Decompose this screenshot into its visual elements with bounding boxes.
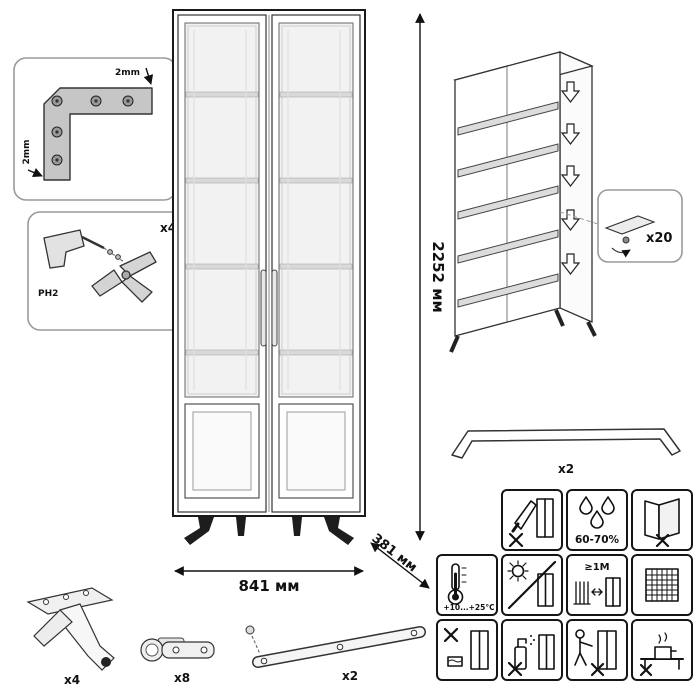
leg-count-label: x4: [64, 673, 80, 687]
screw: [107, 249, 113, 255]
3d-legs: [449, 309, 597, 353]
width-dimension-label: 841 мм: [238, 577, 299, 595]
strap-count-label: x2: [342, 669, 358, 683]
left-glass-panel: [184, 22, 260, 398]
handle-shape: [451, 428, 681, 459]
hardware-hinge: x8: [140, 637, 215, 685]
handle-part: x2: [451, 428, 681, 476]
no-hot-objects-icon: [639, 632, 684, 677]
icon-cell-no-sun: [501, 554, 563, 616]
left-bottom-panel-inset: [192, 411, 252, 491]
dimension-width: 841 мм: [174, 566, 364, 595]
icon-cell-no-door-bend: [631, 489, 693, 551]
icon-cell-no-hot-objects: [631, 619, 693, 681]
corner-gap-side-label: 2mm: [22, 139, 32, 164]
cabinet-3d-view: [449, 51, 597, 353]
dimension-height: 2252 мм: [415, 13, 447, 541]
bracket-screw-holes: [51, 95, 134, 166]
icon-cell-heat-distance: ≥1M: [566, 554, 628, 616]
depth-dimension-label: 381 мм: [369, 531, 420, 575]
right-glass-panel: [278, 22, 354, 398]
corner-gap-side-arrow: [27, 168, 43, 178]
icon-cell-ventilation-grid: [631, 554, 693, 616]
right-door-handle: [271, 269, 278, 347]
leg-foot-tip: [101, 657, 111, 667]
corner-gap-top-label: 2mm: [115, 68, 140, 78]
shelf-insert-arrows: [560, 81, 581, 275]
screw-guide-line: [103, 247, 125, 263]
corner-bracket: [43, 87, 153, 181]
drill-icon: [43, 229, 85, 269]
interior-shelves: [457, 101, 559, 308]
hinge-plate: [161, 641, 215, 659]
shelf-pin: [622, 236, 630, 244]
heat-distance-icon: ≥1M: [573, 562, 621, 607]
icon-cell-no-pushing: [566, 619, 628, 681]
cabinet-legs: [184, 517, 354, 545]
shelf-pin-callout: x20: [559, 189, 683, 263]
height-dimension-label: 2252 мм: [429, 241, 447, 313]
cabinet-leg-part: [91, 251, 157, 303]
icon-cell-no-scratch: [501, 489, 563, 551]
strap-screw: [245, 625, 255, 635]
leg-prong: [33, 609, 73, 647]
pin-insert-arrow: [611, 247, 631, 258]
icon-cell-humidity: 60-70%: [566, 489, 628, 551]
corner-gap-top-arrow: [143, 67, 154, 85]
legs-assembly-callout: x4 PH2: [27, 211, 185, 331]
no-chemicals-icon: [507, 634, 555, 677]
no-scratch-icon: [508, 498, 554, 547]
no-wet-cleaning-icon: [443, 627, 489, 670]
glass-reflections: [193, 30, 341, 390]
cabinet-front-view: [172, 9, 366, 545]
hardware-strap: x2: [245, 625, 426, 683]
handle-count-label: x2: [558, 462, 574, 476]
left-glass-frame: [187, 25, 257, 395]
ventilation-grid-icon: [645, 568, 679, 602]
right-bottom-panel-inset: [286, 411, 346, 491]
shelves-behind-glass: [185, 91, 353, 356]
left-door-handle: [260, 269, 267, 347]
humidity-label: 60-70%: [575, 534, 620, 546]
shelf-corner: [604, 215, 656, 235]
no-door-bend-icon: [644, 498, 680, 547]
screw: [115, 254, 121, 260]
icon-cell-no-chemicals: [501, 619, 563, 681]
bit-label: PH2: [38, 289, 58, 299]
no-pushing-icon: [574, 629, 617, 677]
temperature-icon: +10...+25°C: [443, 563, 494, 612]
drill-bit: [81, 235, 105, 250]
bracket-screw-dots: [55, 99, 130, 162]
hinge-count-label: x8: [174, 671, 190, 685]
pins-count-label: x20: [646, 231, 672, 246]
no-sun-icon: [507, 560, 557, 610]
icon-cell-temperature: +10...+25°C: [436, 554, 498, 616]
temperature-label: +10...+25°C: [443, 603, 494, 612]
distance-label: ≥1M: [584, 562, 609, 573]
hardware-leg: x4: [26, 587, 115, 687]
right-glass-frame: [281, 25, 351, 395]
corner-bracket-callout: 2mm 2mm: [13, 57, 177, 201]
icon-cell-no-wet-cleaning: [436, 619, 498, 681]
humidity-icon: 60-70%: [575, 496, 620, 546]
leg-plate: [26, 587, 114, 615]
